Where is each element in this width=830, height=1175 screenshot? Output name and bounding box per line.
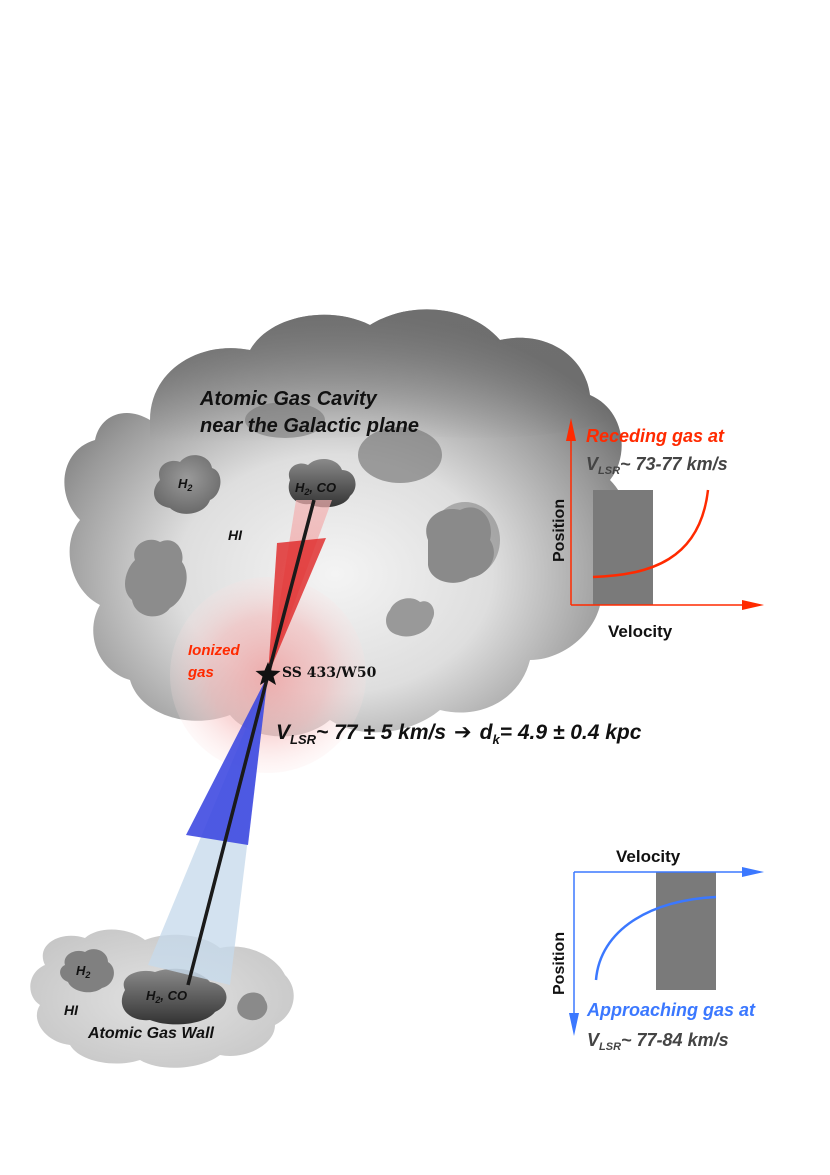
approaching-ylabel: Position bbox=[551, 932, 568, 995]
jet-axis-receding bbox=[266, 499, 316, 676]
h2-co-cloudlet bbox=[288, 458, 356, 508]
approaching-velocity-band bbox=[656, 872, 716, 990]
approaching-panel-vlsr: VLSR~ 77-84 km/s bbox=[587, 1030, 729, 1053]
cloudlet bbox=[386, 598, 435, 637]
approaching-xlabel: Velocity bbox=[616, 847, 681, 866]
cavity-h2co-label: H2, CO bbox=[295, 480, 336, 497]
cavity-title-line1: Atomic Gas Cavity bbox=[199, 388, 378, 410]
receding-xlabel: Velocity bbox=[608, 622, 673, 641]
cavity-title-line2: near the Galactic plane bbox=[200, 415, 419, 437]
ionized-gas-label-line2: gas bbox=[187, 664, 214, 681]
receding-panel-vlsr: VLSR~ 73-77 km/s bbox=[586, 454, 728, 477]
cavity-lobe bbox=[245, 402, 325, 438]
cloudlet bbox=[237, 992, 268, 1021]
receding-jet bbox=[268, 500, 332, 675]
receding-curve bbox=[592, 489, 710, 579]
h2-cloudlet bbox=[60, 949, 114, 993]
cloudlet bbox=[426, 507, 494, 583]
distance-relation: VLSR~ 77 ± 5 km/s➔dk= 4.9 ± 0.4 kpc bbox=[276, 721, 642, 747]
jet-axis-approaching bbox=[186, 674, 270, 986]
ionized-gas-label-line1: Ionized bbox=[188, 642, 241, 659]
star-icon bbox=[255, 662, 281, 685]
wall-h2co-label: H2, CO bbox=[146, 988, 187, 1005]
cloudlet bbox=[124, 539, 187, 617]
receding-cone-inner bbox=[268, 538, 326, 675]
approaching-panel-title: Approaching gas at bbox=[586, 1000, 756, 1020]
approaching-cone-inner bbox=[186, 675, 268, 845]
wall-h2-label: H2 bbox=[76, 963, 90, 980]
wall-hi-label: HI bbox=[64, 1002, 79, 1018]
cavity-cloudlets bbox=[124, 455, 494, 637]
cavity-lobe bbox=[358, 427, 442, 483]
approaching-panel: Velocity Position Approaching gas at VLS… bbox=[551, 847, 764, 1053]
h2-cloudlet bbox=[154, 455, 221, 514]
receding-panel: Receding gas at VLSR~ 73-77 km/s Positio… bbox=[551, 418, 764, 641]
receding-ylabel: Position bbox=[551, 499, 568, 562]
cavity-h2-label: H2 bbox=[178, 476, 192, 493]
source-name-label: SS 433/W50 bbox=[282, 665, 377, 681]
approaching-x-arrowhead bbox=[742, 867, 764, 877]
approaching-y-arrowhead bbox=[569, 1013, 579, 1036]
receding-x-arrowhead bbox=[742, 600, 764, 610]
wall-title: Atomic Gas Wall bbox=[87, 1025, 215, 1042]
receding-panel-title: Receding gas at bbox=[586, 426, 725, 446]
receding-velocity-band bbox=[593, 490, 653, 605]
approaching-jet bbox=[148, 675, 268, 985]
approaching-curve bbox=[594, 895, 717, 981]
h2-co-cloudlet bbox=[121, 968, 227, 1025]
cavity-hi-label: HI bbox=[228, 527, 243, 543]
receding-y-arrowhead bbox=[566, 418, 576, 441]
